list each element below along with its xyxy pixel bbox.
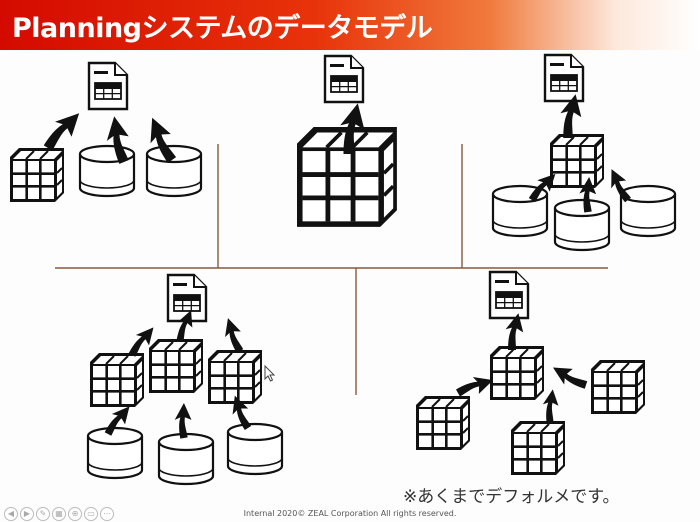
curved-arrow-icon <box>41 104 85 156</box>
olap-cube-icon <box>488 344 546 402</box>
database-cylinder-icon <box>157 432 215 486</box>
olap-cube-icon <box>147 337 205 395</box>
curved-arrow-icon <box>217 315 250 354</box>
pen-tool-icon[interactable]: ✎ <box>36 507 50 521</box>
database-cylinder-icon <box>86 426 144 480</box>
curved-arrow-icon <box>549 362 590 392</box>
olap-cube-icon <box>548 132 606 190</box>
report-document-icon <box>323 54 365 104</box>
subtitles-icon[interactable]: ▭ <box>84 507 98 521</box>
panel-dividers <box>55 144 608 395</box>
panel-1 <box>8 61 203 204</box>
database-cylinder-icon <box>78 144 136 198</box>
more-options-icon[interactable]: ⋯ <box>100 507 114 521</box>
olap-cube-icon <box>509 419 567 477</box>
panel-4 <box>86 273 284 486</box>
mouse-cursor-icon <box>264 364 276 382</box>
panel-3 <box>491 53 677 252</box>
curved-arrow-icon <box>541 389 560 423</box>
report-document-icon <box>543 53 585 103</box>
previous-slide-icon[interactable]: ◀ <box>4 507 18 521</box>
disclaimer-note: ※あくまでデフォルメです。 <box>403 487 620 507</box>
database-cylinder-icon <box>553 198 611 252</box>
olap-cube-icon <box>88 351 146 409</box>
database-cylinder-icon <box>619 184 677 238</box>
olap-cube-icon <box>589 358 647 416</box>
panel-2 <box>297 54 397 227</box>
zoom-icon[interactable]: ⊕ <box>68 507 82 521</box>
database-cylinder-icon <box>145 144 203 198</box>
panel-5 <box>414 270 647 477</box>
report-document-icon <box>87 61 129 111</box>
next-slide-icon[interactable]: ▶ <box>20 507 34 521</box>
olap-cube-icon <box>8 146 66 204</box>
slide-overview-icon[interactable]: ▦ <box>52 507 66 521</box>
olap-cube-icon <box>414 394 472 452</box>
title-bar: Planningシステムのデータモデル <box>0 0 700 50</box>
copyright-footer: Internal 2020© ZEAL Corporation All righ… <box>243 509 457 518</box>
database-cylinder-icon <box>226 422 284 476</box>
report-document-icon <box>488 270 530 320</box>
slide-title: Planningシステムのデータモデル <box>12 13 433 44</box>
